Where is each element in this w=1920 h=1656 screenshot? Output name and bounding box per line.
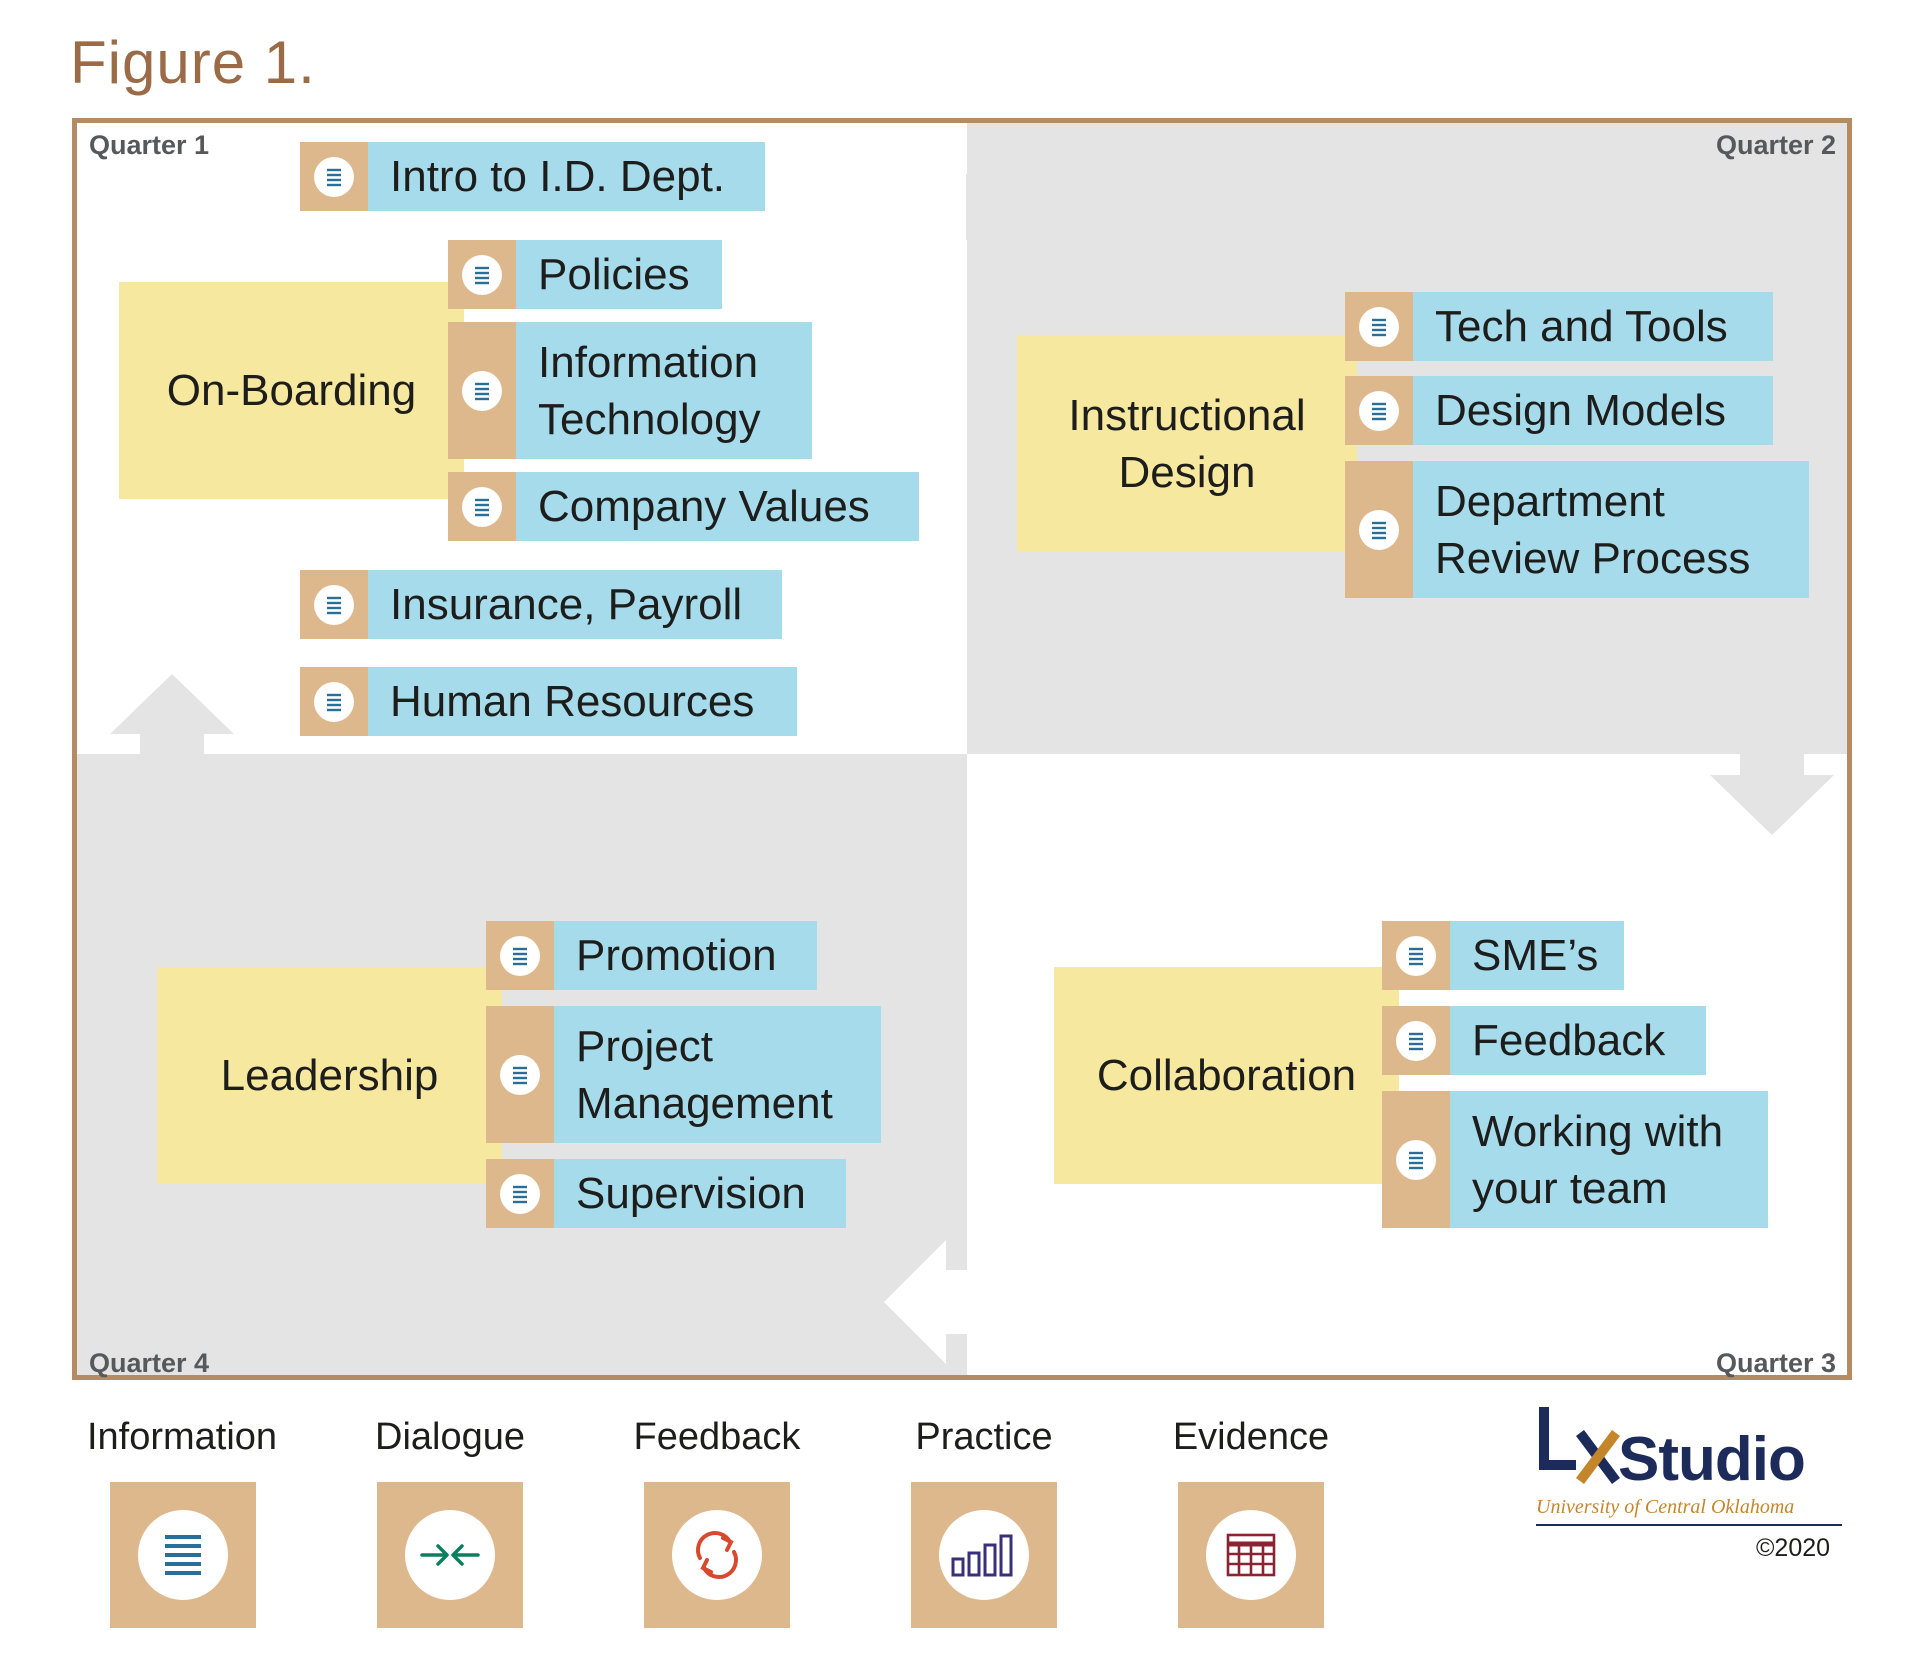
item-label: Department Review Process bbox=[1435, 476, 1751, 583]
item-policies[interactable]: Policies bbox=[448, 240, 722, 309]
information-icon bbox=[462, 486, 502, 527]
arrow-right-icon bbox=[966, 142, 1054, 272]
lx-logo-mark bbox=[1539, 1407, 1620, 1484]
legend-label-evidence: Evidence bbox=[1172, 1416, 1330, 1458]
information-icon bbox=[462, 370, 502, 411]
item-label: Intro to I.D. Dept. bbox=[390, 152, 726, 201]
arrow-left-icon bbox=[884, 1240, 968, 1364]
logo-underline bbox=[1536, 1524, 1842, 1526]
copyright: ©2020 bbox=[1756, 1534, 1831, 1562]
legend-label-feedback: Feedback bbox=[633, 1416, 801, 1458]
item-tab bbox=[300, 667, 368, 736]
information-icon bbox=[1359, 306, 1399, 347]
item-insurance-payroll[interactable]: Insurance, Payroll bbox=[300, 570, 782, 639]
item-label: Policies bbox=[538, 250, 690, 299]
information-icon bbox=[1396, 1139, 1436, 1180]
topic-on-boarding: On-Boarding bbox=[119, 282, 464, 499]
item-label: Human Resources bbox=[390, 677, 755, 726]
item-label: Information Technology bbox=[538, 337, 761, 444]
item-design-models[interactable]: Design Models bbox=[1345, 376, 1773, 445]
item-tab bbox=[448, 322, 516, 459]
information-icon bbox=[1396, 935, 1436, 976]
item-information-technology[interactable]: Information Technology bbox=[448, 322, 812, 459]
item-intro-to-id-dept[interactable]: Intro to I.D. Dept. bbox=[300, 142, 765, 211]
logo-brand: Studio bbox=[1618, 1425, 1806, 1494]
item-tab bbox=[486, 1006, 554, 1143]
arrow-down-icon bbox=[1710, 753, 1834, 835]
arrow-up-icon bbox=[110, 674, 234, 756]
item-label: Design Models bbox=[1435, 386, 1727, 435]
item-promotion[interactable]: Promotion bbox=[486, 921, 817, 990]
information-icon bbox=[1359, 390, 1399, 431]
information-icon bbox=[1359, 509, 1399, 550]
item-label: Supervision bbox=[576, 1169, 806, 1218]
item-label: Company Values bbox=[538, 482, 870, 531]
topic-leadership: Leadership bbox=[157, 967, 502, 1184]
item-human-resources[interactable]: Human Resources bbox=[300, 667, 797, 736]
information-icon bbox=[500, 1173, 540, 1214]
item-tab bbox=[300, 570, 368, 639]
legend-item-practice bbox=[911, 1482, 1057, 1628]
quarter-1-label: Quarter 1 bbox=[89, 130, 210, 160]
item-label: Insurance, Payroll bbox=[390, 580, 743, 629]
feedback-cycle-icon bbox=[672, 1510, 762, 1600]
item-department-review-process[interactable]: Department Review Process bbox=[1345, 461, 1809, 598]
legend-label-information: Information bbox=[86, 1416, 278, 1458]
legend-item-feedback bbox=[644, 1482, 790, 1628]
item-tab bbox=[448, 240, 516, 309]
information-icon bbox=[500, 935, 540, 976]
dialogue-arrows-icon bbox=[405, 1510, 495, 1600]
item-tech-and-tools[interactable]: Tech and Tools bbox=[1345, 292, 1773, 361]
item-tab bbox=[1345, 376, 1413, 445]
item-label: Working with your team bbox=[1472, 1106, 1724, 1213]
item-company-values[interactable]: Company Values bbox=[448, 472, 919, 541]
evidence-calendar-icon bbox=[1206, 1510, 1296, 1600]
item-tab bbox=[1382, 1091, 1450, 1228]
quarter-4-label: Quarter 4 bbox=[89, 1348, 210, 1378]
legend-label-dialogue: Dialogue bbox=[375, 1416, 525, 1458]
item-label: Promotion bbox=[576, 931, 777, 980]
information-list-icon bbox=[138, 1510, 228, 1600]
topic-collaboration: Collaboration bbox=[1054, 967, 1399, 1184]
item-tab bbox=[1382, 921, 1450, 990]
item-tab bbox=[1345, 292, 1413, 361]
information-icon bbox=[500, 1054, 540, 1095]
item-label: Feedback bbox=[1472, 1016, 1666, 1065]
quadrant-frame bbox=[72, 118, 1852, 1380]
legend-item-dialogue bbox=[377, 1482, 523, 1628]
item-smes[interactable]: SME’s bbox=[1382, 921, 1624, 990]
legend-item-evidence bbox=[1178, 1482, 1324, 1628]
item-label: SME’s bbox=[1472, 931, 1599, 980]
topic-instructional-design: Instructional Design bbox=[1017, 335, 1357, 552]
legend-item-information bbox=[110, 1482, 256, 1628]
item-tab bbox=[486, 921, 554, 990]
quarter-3-label: Quarter 3 bbox=[1716, 1348, 1837, 1378]
item-label: Tech and Tools bbox=[1435, 302, 1728, 351]
information-icon bbox=[462, 254, 502, 295]
item-supervision[interactable]: Supervision bbox=[486, 1159, 846, 1228]
practice-bars-icon bbox=[939, 1510, 1029, 1600]
logo-subtitle: University of Central Oklahoma bbox=[1536, 1496, 1795, 1518]
information-icon bbox=[314, 681, 354, 722]
item-tab bbox=[448, 472, 516, 541]
item-working-with-your-team[interactable]: Working with your team bbox=[1382, 1091, 1768, 1228]
legend-label-practice: Practice bbox=[915, 1416, 1053, 1458]
information-icon bbox=[314, 584, 354, 625]
item-tab bbox=[300, 142, 368, 211]
figure-title: Figure 1. bbox=[70, 29, 316, 96]
quarter-2-label: Quarter 2 bbox=[1716, 130, 1837, 160]
item-label: Project Management bbox=[576, 1021, 833, 1128]
information-icon bbox=[314, 156, 354, 197]
item-tab bbox=[486, 1159, 554, 1228]
item-feedback[interactable]: Feedback bbox=[1382, 1006, 1706, 1075]
information-icon bbox=[1396, 1020, 1436, 1061]
item-tab bbox=[1382, 1006, 1450, 1075]
item-project-management[interactable]: Project Management bbox=[486, 1006, 881, 1143]
item-tab bbox=[1345, 461, 1413, 598]
